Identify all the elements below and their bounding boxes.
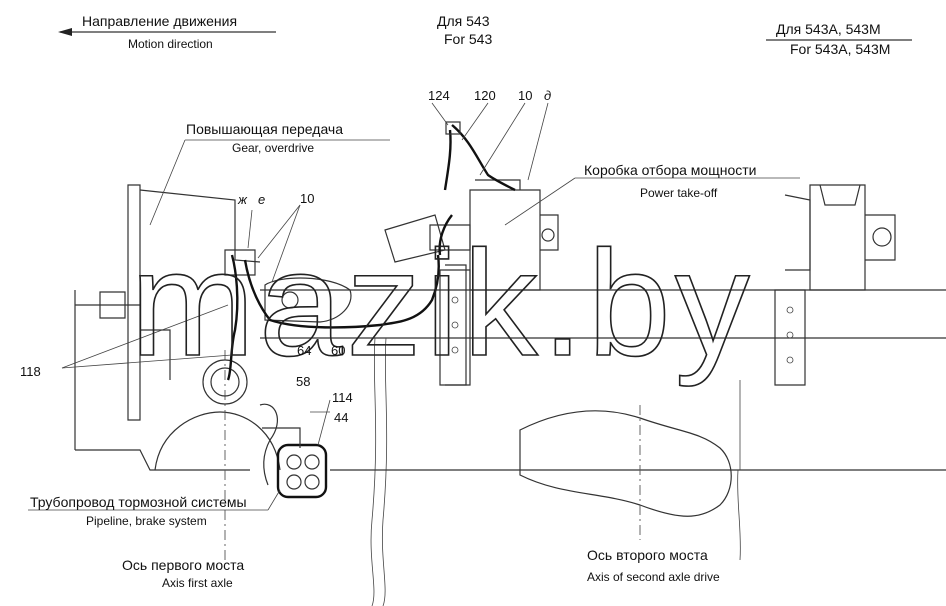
motion-direction-label-ru: Направление движения: [82, 13, 237, 29]
callout-zh: ж: [237, 192, 248, 207]
chassis-frame: [74, 184, 946, 606]
for-543-label-ru: Для 543: [437, 13, 490, 29]
axle1-label-en: Axis first axle: [162, 576, 233, 590]
motion-direction-label-en: Motion direction: [128, 37, 213, 51]
callout-120: 120: [474, 88, 496, 103]
for-543am-label-en: For 543А, 543М: [790, 41, 890, 57]
callout-118: 118: [20, 364, 41, 379]
axle2-label-en: Axis of second axle drive: [587, 570, 720, 584]
pto-assembly: [384, 121, 559, 386]
overdrive-assembly: [202, 249, 440, 405]
overdrive-label-ru: Повышающая передача: [186, 121, 343, 137]
callout-44: 44: [334, 410, 348, 425]
pto-label-ru: Коробка отбора мощности: [584, 162, 756, 178]
callout-e: е: [258, 192, 265, 207]
for-543-label-en: For 543: [444, 31, 492, 47]
pto-label-en: Power take-off: [640, 186, 718, 200]
axle1-label-ru: Ось первого моста: [122, 557, 244, 573]
callout-10-left: 10: [300, 191, 314, 206]
brake-pipeline-label-en: Pipeline, brake system: [86, 514, 207, 528]
right-assembly-543a: [774, 184, 896, 386]
brake-pipeline-label-ru: Трубопровод тормозной системы: [30, 494, 247, 510]
watermark-text: mazik.by: [130, 219, 754, 387]
brake-pipeline-clip: [259, 403, 328, 499]
callout-d: д: [544, 88, 551, 103]
motion-direction-arrow: [58, 28, 276, 36]
callout-124: 124: [428, 88, 450, 103]
callout-58: 58: [296, 374, 310, 389]
callout-114: 114: [332, 390, 353, 405]
callout-60: 60: [331, 343, 345, 358]
for-543am-label-ru: Для 543А, 543М: [776, 21, 881, 37]
callout-10-top: 10: [518, 88, 532, 103]
axle2-label-ru: Ось второго моста: [587, 547, 708, 563]
overdrive-label-en: Gear, overdrive: [232, 141, 314, 155]
leader-lines: [28, 102, 800, 511]
callout-64: 64: [297, 343, 311, 358]
